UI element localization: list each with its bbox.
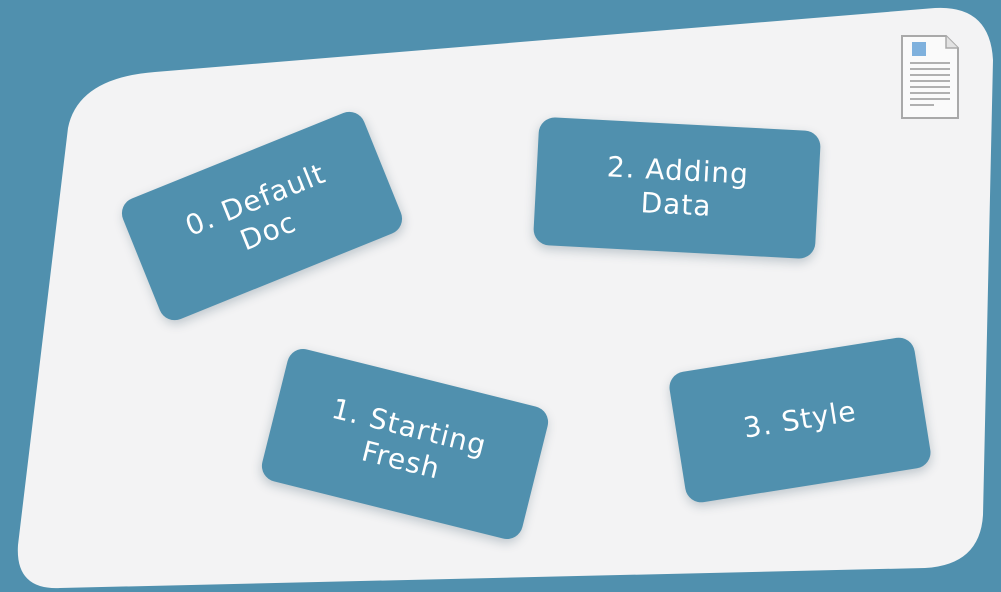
card-style-line-1: 3. Style (741, 394, 859, 445)
card-adding-data[interactable]: 2. Adding Data (532, 116, 822, 260)
card-adding-data-label: 2. Adding Data (534, 147, 819, 230)
card-starting-fresh-label: 1. Starting Fresh (285, 383, 525, 505)
card-style-label: 3. Style (706, 389, 895, 452)
document-icon (901, 35, 959, 119)
card-adding-data-line-1: 2. Adding Data (606, 150, 750, 223)
